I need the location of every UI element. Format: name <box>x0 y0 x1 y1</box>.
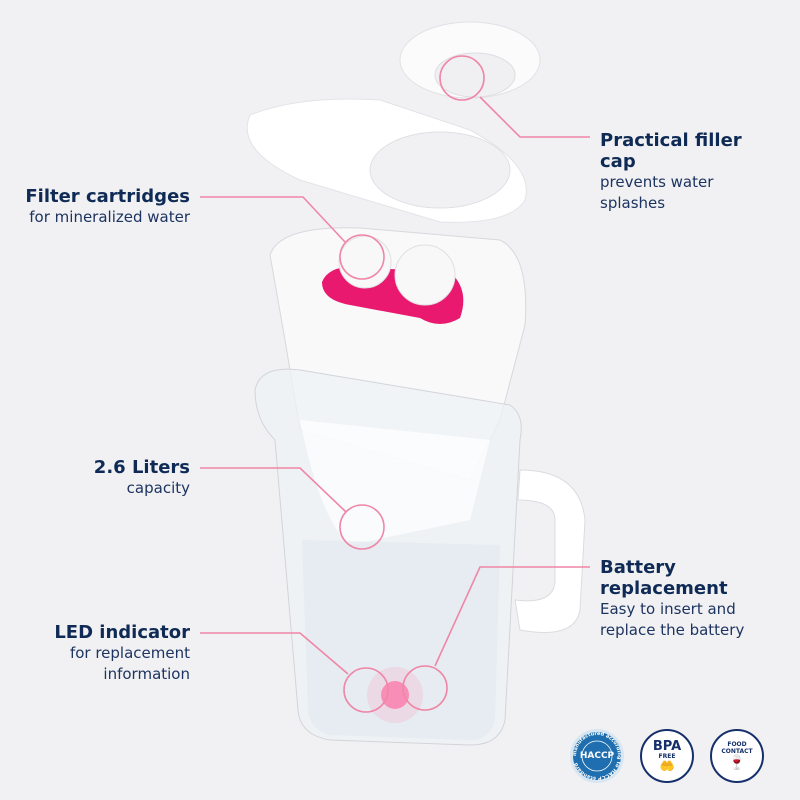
contact-label: CONTACT <box>721 748 753 755</box>
callout-title: LED indicator <box>54 622 190 643</box>
callout-title: replacement <box>600 578 728 599</box>
food-label: FOOD <box>727 741 747 748</box>
bpa-sub: FREE <box>658 753 676 760</box>
callout-subtitle: replace the battery <box>600 621 745 639</box>
food-contact-badge: FOOD CONTACT 🍷 <box>710 729 764 783</box>
callout-title: Filter cartridges <box>25 186 190 207</box>
line-filter <box>200 196 346 243</box>
callout-subtitle: information <box>103 665 190 683</box>
line-filler-cap <box>479 96 590 138</box>
callout-filler-cap: Practical filler cap prevents water spla… <box>600 130 742 214</box>
haccp-label: HACCP <box>579 751 615 761</box>
hands-icon: 🤲 <box>659 759 675 773</box>
callout-title: 2.6 Liters <box>93 457 190 478</box>
callout-capacity: 2.6 Liters capacity <box>94 457 190 499</box>
lid <box>246 98 527 223</box>
marker-battery <box>402 665 448 711</box>
marker-led <box>343 667 389 713</box>
callout-subtitle: for replacement <box>69 644 190 662</box>
haccp-seal-ring: manufactured according to HACCP standard <box>572 731 622 781</box>
callout-filter: Filter cartridges for mineralized water <box>25 186 190 228</box>
marker-filter <box>339 234 385 280</box>
line-battery <box>434 566 590 667</box>
callout-subtitle: for mineralized water <box>29 208 190 226</box>
callout-subtitle: splashes <box>600 194 666 212</box>
callout-title: cap <box>600 151 636 172</box>
line-led <box>200 632 349 675</box>
callout-subtitle: Easy to insert and <box>600 600 736 618</box>
callout-led: LED indicator for replacement informatio… <box>54 622 190 685</box>
filler-cap <box>399 21 541 99</box>
bpa-free-badge: BPA FREE 🤲 <box>640 729 694 783</box>
callout-title: Battery <box>600 557 676 578</box>
callout-subtitle: prevents water <box>600 173 714 191</box>
marker-capacity <box>339 504 385 550</box>
line-capacity <box>200 467 347 513</box>
callout-title: Practical filler <box>600 130 742 151</box>
bpa-label: BPA <box>652 739 682 754</box>
marker-filler-cap <box>439 55 485 101</box>
jug <box>254 368 586 746</box>
glass-fork-icon: 🍷 <box>728 755 746 771</box>
callout-lines <box>200 55 590 713</box>
haccp-badge: manufactured according to HACCP standard… <box>570 729 624 783</box>
callout-battery: Battery replacement Easy to insert and r… <box>600 557 744 641</box>
callout-subtitle: capacity <box>126 479 190 497</box>
